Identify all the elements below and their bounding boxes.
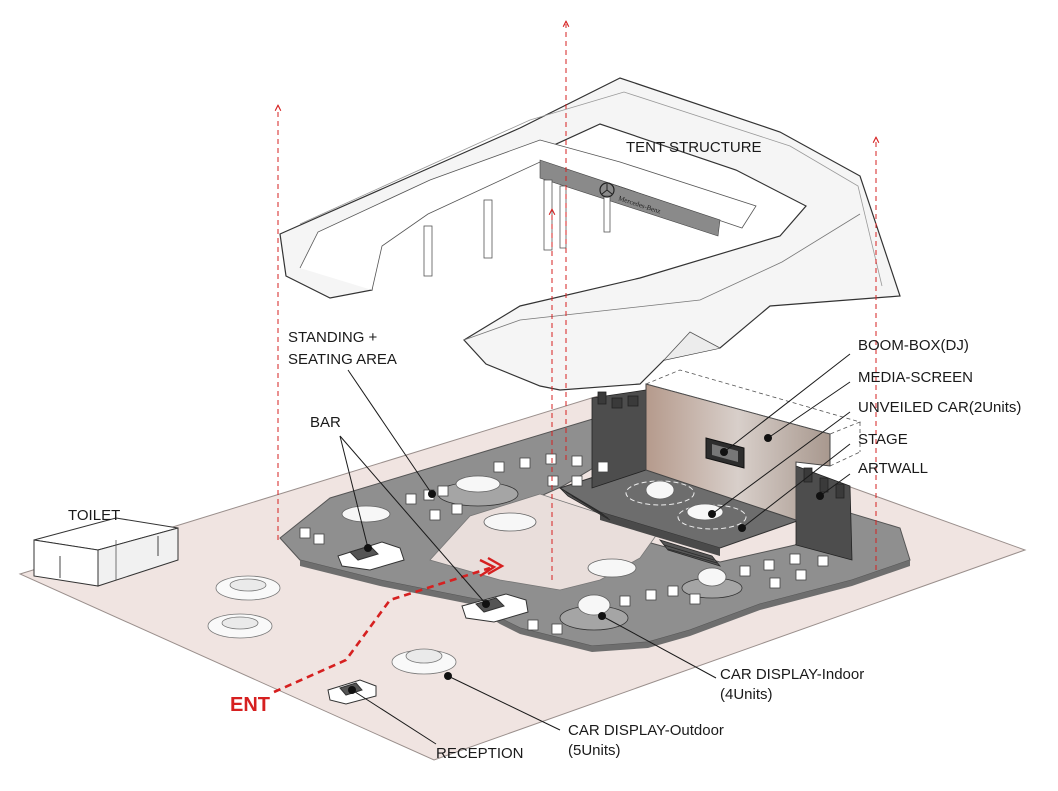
- car: [483, 512, 537, 532]
- label-car-outdoor-line2: (5Units): [568, 742, 621, 759]
- label-boom-box: BOOM-BOX(DJ): [858, 337, 969, 354]
- label-media-screen: MEDIA-SCREEN: [858, 369, 974, 386]
- toilet-block: [33, 517, 179, 587]
- car: [341, 505, 391, 523]
- label-reception: RECEPTION: [436, 745, 524, 762]
- car: [686, 503, 724, 521]
- label-stage: STAGE: [858, 431, 908, 448]
- label-entrance: ENT: [230, 694, 270, 716]
- car: [645, 480, 675, 500]
- label-car-indoor-line1: CAR DISPLAY-Indoor: [720, 666, 865, 683]
- projection-lines: [278, 24, 876, 580]
- label-toilet: TOILET: [68, 507, 121, 524]
- bar-counters: [337, 541, 529, 623]
- label-unveiled-car: UNVEILED CAR(2Units): [858, 399, 1022, 416]
- label-artwall: ARTWALL: [858, 460, 929, 477]
- car: [587, 558, 637, 578]
- label-standing-line1: STANDING +: [288, 329, 378, 346]
- stage-stairs: [559, 487, 722, 567]
- label-car-outdoor-line1: CAR DISPLAY-Outdoor: [568, 722, 724, 739]
- label-standing-line2: SEATING AREA: [288, 351, 397, 368]
- leader-lines: [339, 353, 851, 745]
- seating: [299, 453, 829, 635]
- entry-path: [273, 556, 505, 694]
- outdoor-car-display: [207, 575, 457, 675]
- tent-structure: Mercedes-Benz: [279, 77, 901, 391]
- label-car-indoor-line2: (4Units): [720, 686, 773, 703]
- label-tent-structure: TENT STRUCTURE: [626, 139, 762, 156]
- label-bar: BAR: [310, 414, 341, 431]
